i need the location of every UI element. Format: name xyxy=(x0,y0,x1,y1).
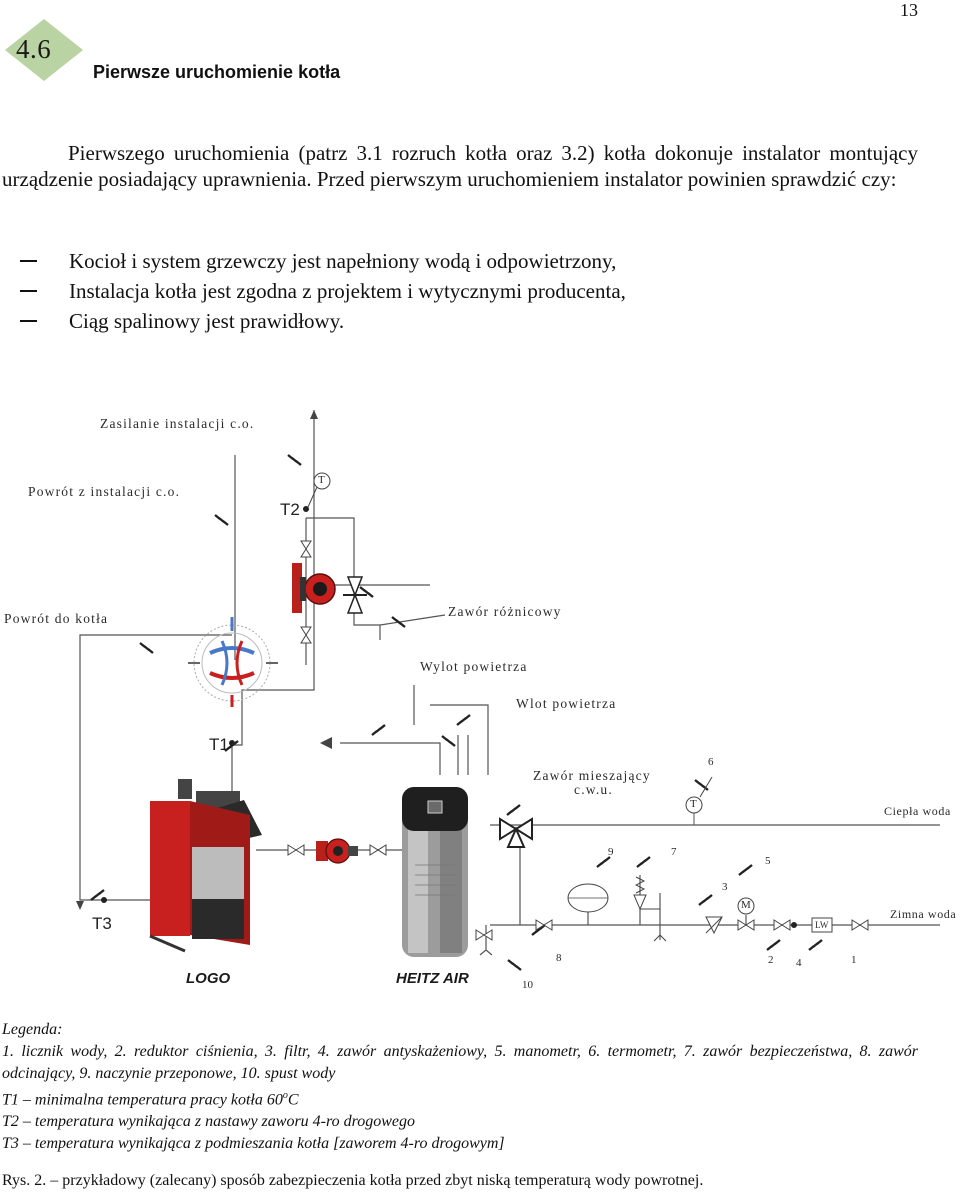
figure-caption: Rys. 2. – przykładowy (zalecany) sposób … xyxy=(2,1172,704,1189)
label-n1: 1 xyxy=(851,954,857,966)
thermometer-icon xyxy=(313,472,331,490)
label-supply: Zasilanie instalacji c.o. xyxy=(100,416,255,431)
t2-sensor-icon xyxy=(303,506,309,512)
legend-t2: T2 – temperatura wynikająca z nastawy za… xyxy=(2,1113,416,1131)
checklist: Kocioł i system grzewczy jest napełniony… xyxy=(20,246,626,336)
checklist-item: Ciąg spalinowy jest prawidłowy. xyxy=(20,306,626,336)
water-meter-icon xyxy=(811,917,833,933)
intro-text: Pierwszego uruchomienia (patrz 3.1 rozru… xyxy=(2,141,918,191)
legend-t3: T3 – temperatura wynikająca z podmieszan… xyxy=(2,1135,505,1153)
supply-arrow-icon xyxy=(310,410,318,419)
checklist-item: Kocioł i system grzewczy jest napełniony… xyxy=(20,246,626,276)
label-diff-valve: Zawór różnicowy xyxy=(448,604,562,619)
boiler-brand: LOGO xyxy=(186,970,231,987)
label-t3: T3 xyxy=(92,914,112,933)
section-number: 4.6 xyxy=(16,34,52,64)
label-n5: 5 xyxy=(765,855,771,867)
boiler-icon xyxy=(149,779,262,953)
legend-t1-text: T1 – minimalna temperatura pracy kotła 6… xyxy=(2,1091,283,1109)
label-cold-water: Zimna woda xyxy=(890,907,957,921)
label-n2: 2 xyxy=(768,954,774,966)
label-n8: 8 xyxy=(556,952,562,964)
label-air-outlet: Wylot powietrza xyxy=(420,659,528,674)
heat-pump-icon xyxy=(402,787,468,957)
diagram-drawing xyxy=(76,410,940,972)
section-number-badge: 4.6 xyxy=(4,18,83,81)
label-t1: T1 xyxy=(209,735,229,754)
four-way-valve-icon xyxy=(188,617,278,707)
label-lw: LW xyxy=(815,920,829,930)
label-n4: 4 xyxy=(796,957,802,969)
air-arrow-icon xyxy=(320,737,332,749)
legend-t1-unit: C xyxy=(287,1091,299,1109)
legend-t1-degree: o xyxy=(282,1090,288,1101)
intro-paragraph: Pierwszego uruchomienia (patrz 3.1 rozru… xyxy=(2,140,918,192)
label-thermometer-t: T xyxy=(318,474,325,486)
label-n9: 9 xyxy=(608,846,614,858)
legend: Legenda: 1. licznik wody, 2. reduktor ci… xyxy=(2,1019,918,1155)
return-arrow-icon xyxy=(76,901,84,910)
label-mixing-valve-cwu: c.w.u. xyxy=(574,782,613,797)
legend-title: Legenda: xyxy=(2,1021,63,1038)
mixing-valve-cwu-icon xyxy=(499,817,533,848)
label-warm-water: Ciepła woda xyxy=(884,804,951,818)
label-n10: 10 xyxy=(522,979,533,991)
label-return-to-boiler: Powrót do kotła xyxy=(4,611,109,626)
t3-sensor-icon xyxy=(101,897,107,903)
diamond-badge-icon xyxy=(5,19,83,81)
circulation-pump-icon xyxy=(292,563,336,613)
anti-pollution-valve-icon xyxy=(791,922,797,928)
label-return-from-install: Powrót z instalacji c.o. xyxy=(28,484,181,499)
label-manometer-m: M xyxy=(741,899,751,911)
label-air-inlet: Wlot powietrza xyxy=(516,696,617,711)
label-n6: 6 xyxy=(708,756,714,768)
label-thermometer-6-t: T xyxy=(690,798,697,810)
label-n7: 7 xyxy=(671,846,677,858)
differential-valve-icon xyxy=(343,576,367,614)
checklist-item: Instalacja kotła jest zgodna z projektem… xyxy=(20,276,626,306)
legend-items: 1. licznik wody, 2. reduktor ciśnienia, … xyxy=(2,1043,918,1082)
t1-sensor-icon xyxy=(229,740,235,746)
legend-t1: T1 – minimalna temperatura pracy kotła 6… xyxy=(2,1085,918,1111)
safety-valve-icon xyxy=(633,876,667,942)
heatpump-brand: HEITZ AIR xyxy=(396,970,469,987)
page-number: 13 xyxy=(900,0,918,20)
label-t2: T2 xyxy=(280,500,300,519)
hydraulic-diagram: Zasilanie instalacji c.o. Powrót z insta… xyxy=(0,395,960,1000)
label-n3: 3 xyxy=(722,881,728,893)
loading-pump-icon xyxy=(316,838,358,864)
label-mixing-valve: Zawór mieszający xyxy=(533,768,651,783)
manometer-icon xyxy=(737,897,755,915)
expansion-vessel-icon xyxy=(567,883,609,913)
filter-icon xyxy=(705,916,723,935)
section-title: Pierwsze uruchomienie kotła xyxy=(93,62,341,82)
